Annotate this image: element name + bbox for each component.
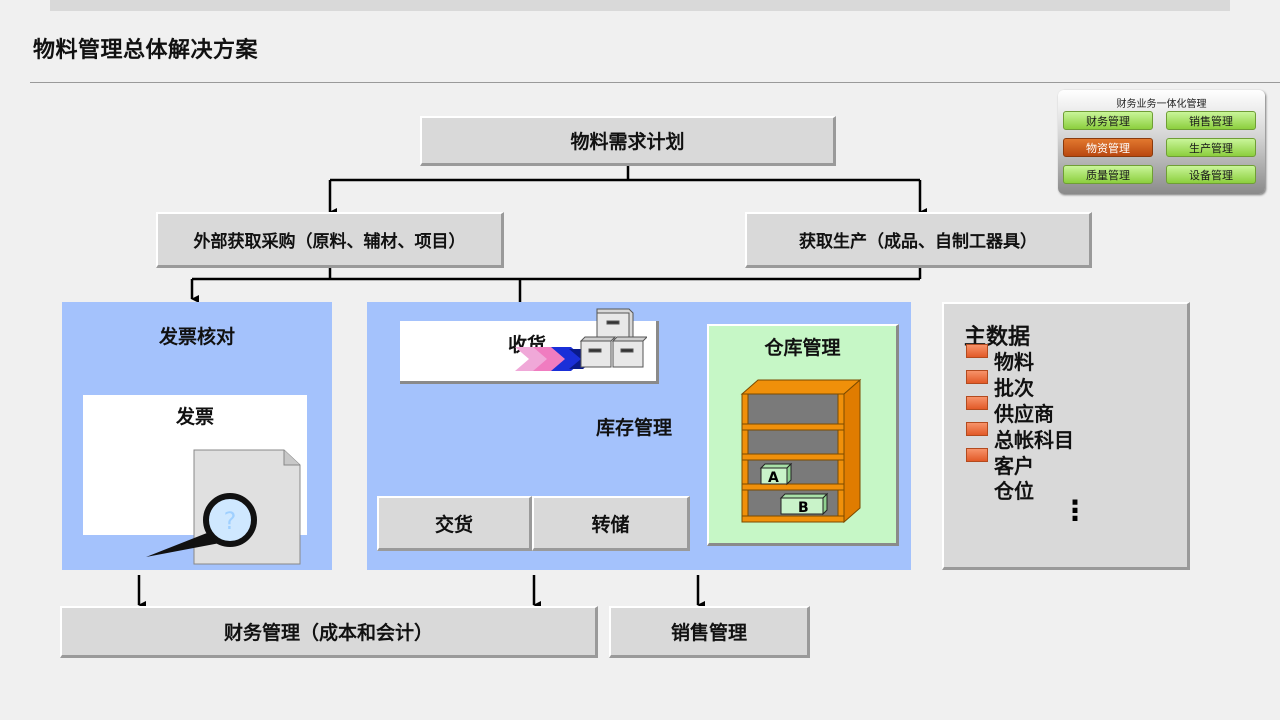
external-procurement-box: 外部获取采购（原料、辅材、项目） (156, 212, 504, 268)
master-data-item: 仓位 (994, 479, 1034, 503)
master-data-panel: 主数据 物料 批次 供应商 总帐科目 客户 仓位 ⋮ (942, 302, 1190, 570)
magnifier-icon: ? (146, 449, 301, 565)
nav-materials-button[interactable]: 物资管理 (1063, 138, 1153, 157)
chevron-arrows-icon (515, 347, 595, 371)
page-title: 物料管理总体解决方案 (33, 38, 259, 63)
shelf-icon (740, 378, 862, 524)
transfer-box: 转储 (532, 496, 690, 551)
warehouse-box: 仓库管理 A B (707, 324, 899, 546)
nav-title: 财务业务一体化管理 (1116, 99, 1207, 110)
sales-label: 销售管理 (670, 622, 747, 644)
nav-equipment-button[interactable]: 设备管理 (1166, 165, 1256, 184)
production-label: 获取生产（成品、自制工器具） (799, 232, 1037, 252)
finance-label: 财务管理（成本和会计） (223, 622, 433, 644)
nav-quality-button[interactable]: 质量管理 (1063, 165, 1153, 184)
master-data-item: 供应商 (994, 402, 1054, 426)
bullet-icon (966, 422, 988, 436)
external-procurement-label: 外部获取采购（原料、辅材、项目） (193, 232, 466, 252)
inventory-label: 库存管理 (596, 417, 673, 439)
finance-box: 财务管理（成本和会计） (60, 606, 598, 658)
production-box: 获取生产（成品、自制工器具） (745, 212, 1092, 268)
top-bar (50, 0, 1230, 11)
master-data-item: 客户 (994, 454, 1034, 478)
mrp-label: 物料需求计划 (570, 131, 685, 153)
warehouse-label: 仓库管理 (764, 337, 841, 359)
nav-finance-button[interactable]: 财务管理 (1063, 111, 1153, 130)
title-divider (30, 82, 1280, 83)
master-data-item: 批次 (994, 376, 1034, 400)
invoice-label: 发票 (175, 406, 214, 428)
delivery-label: 交货 (434, 513, 473, 536)
bullet-icon (966, 344, 988, 358)
sales-box: 销售管理 (609, 606, 810, 658)
invoice-check-panel: 发票核对 发票 ? (62, 302, 332, 570)
integration-nav-panel: 财务业务一体化管理 财务管理 销售管理 物资管理 生产管理 质量管理 设备管理 (1058, 90, 1265, 194)
nav-production-button[interactable]: 生产管理 (1166, 138, 1256, 157)
bullet-icon (966, 448, 988, 462)
bullet-icon (966, 396, 988, 410)
master-data-item: 物料 (994, 350, 1034, 374)
inventory-panel: 收货 库存管理 交货 转储 仓库管理 (367, 302, 911, 570)
mrp-box: 物料需求计划 (420, 116, 836, 166)
invoice-check-title: 发票核对 (158, 326, 235, 348)
nav-sales-button[interactable]: 销售管理 (1166, 111, 1256, 130)
transfer-label: 转储 (591, 513, 630, 536)
boxes-icon (579, 308, 647, 368)
delivery-box: 交货 (377, 496, 532, 551)
ellipsis-icon: ⋮ (1061, 494, 1089, 527)
bullet-icon (966, 370, 988, 384)
shelf-b-label: B (798, 500, 809, 516)
svg-text:?: ? (224, 507, 237, 535)
master-data-item: 总帐科目 (994, 428, 1074, 452)
shelf-a-label: A (768, 470, 779, 486)
